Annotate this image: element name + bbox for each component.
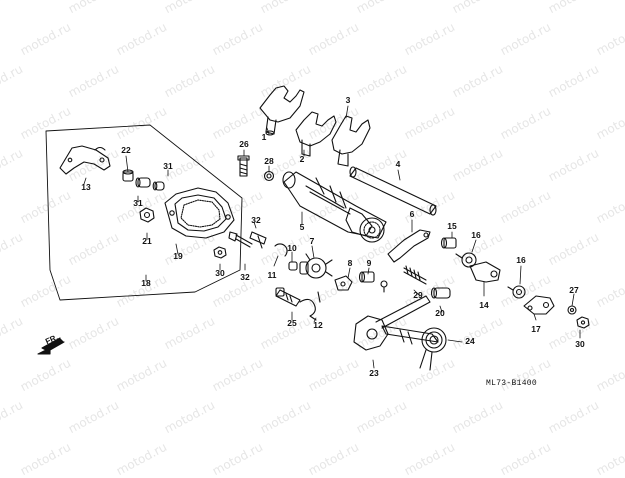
part-24-gearshift-spindle [382, 326, 446, 370]
callout-12: 12 [313, 320, 323, 330]
callout-16: 16 [516, 255, 526, 265]
part-16-collar-a [456, 253, 476, 267]
callout-5: 5 [300, 222, 305, 232]
part-16-collar-b [508, 286, 525, 298]
callout-17: 17 [531, 324, 541, 334]
part-25-pivot-bolt [276, 288, 300, 306]
part-23-shift-spindle-arm [354, 296, 430, 350]
callout-29: 29 [413, 290, 423, 300]
callout-2: 2 [300, 154, 305, 164]
part-19-cover-gasket [165, 188, 234, 238]
part-15-collar [442, 238, 457, 248]
callout-28: 28 [264, 156, 274, 166]
callout-27: 27 [569, 285, 579, 295]
part-17-stopper-arm [524, 296, 554, 314]
callout-leader-lines [84, 106, 580, 368]
part-30-nut-left [214, 247, 226, 258]
callout-24: 24 [465, 336, 475, 346]
part-6-drum-stopper-arm [388, 230, 430, 262]
callout-31: 31 [163, 161, 173, 171]
part-3-shift-fork [332, 116, 370, 166]
part-10-pin [289, 262, 297, 270]
part-21-nut [140, 208, 154, 222]
callout-23: 23 [369, 368, 379, 378]
part-12-return-spring [300, 292, 320, 320]
front-direction-arrow [38, 338, 64, 354]
callout-16: 16 [471, 230, 481, 240]
part-30-nut-right [577, 317, 589, 328]
part-8-ratchet-pawl [335, 276, 352, 290]
part-13-stopper-plate [60, 146, 110, 174]
callout-8: 8 [348, 258, 353, 268]
part-9-collar [360, 272, 388, 292]
part-7-shift-cam [300, 254, 332, 278]
callout-22: 22 [121, 145, 131, 155]
callout-18: 18 [141, 278, 151, 288]
part-26-bolt [238, 156, 249, 176]
callout-9: 9 [367, 258, 372, 268]
part-28-washer [265, 172, 274, 181]
callout-1: 1 [262, 132, 267, 142]
callout-30: 30 [215, 268, 225, 278]
callout-4: 4 [396, 159, 401, 169]
callout-7: 7 [310, 236, 315, 246]
part-1-shift-fork [260, 86, 304, 135]
callout-10: 10 [287, 243, 297, 253]
assembly-group-outline [46, 125, 242, 300]
part-31-pin [136, 178, 164, 190]
part-14-stopper-arm [470, 262, 500, 282]
part-4-fork-shaft [350, 167, 436, 215]
callout-13: 13 [81, 182, 91, 192]
callout-26: 26 [239, 139, 249, 149]
callout-31: 31 [133, 198, 143, 208]
part-29-spring-pin [404, 266, 426, 284]
diagram-code: ML73-B1400 [486, 379, 538, 388]
callout-6: 6 [410, 209, 415, 219]
part-20-collar [432, 288, 451, 298]
callout-11: 11 [268, 270, 277, 280]
callout-32: 32 [240, 272, 250, 282]
callout-3: 3 [346, 95, 351, 105]
callout-30: 30 [575, 339, 585, 349]
part-5-shift-drum [283, 172, 386, 242]
exploded-view-drawing: 1234567891011121314151616171819202122232… [0, 0, 625, 378]
callout-19: 19 [173, 251, 183, 261]
callout-21: 21 [142, 236, 152, 246]
callout-25: 25 [287, 318, 297, 328]
callout-32: 32 [251, 215, 261, 225]
callout-20: 20 [435, 308, 445, 318]
part-11-circlip [275, 244, 287, 256]
part-27-washer [568, 306, 576, 314]
callout-14: 14 [479, 300, 489, 310]
callout-15: 15 [447, 221, 457, 231]
part-2-shift-fork [296, 112, 336, 156]
part-32-bolts [229, 232, 266, 248]
